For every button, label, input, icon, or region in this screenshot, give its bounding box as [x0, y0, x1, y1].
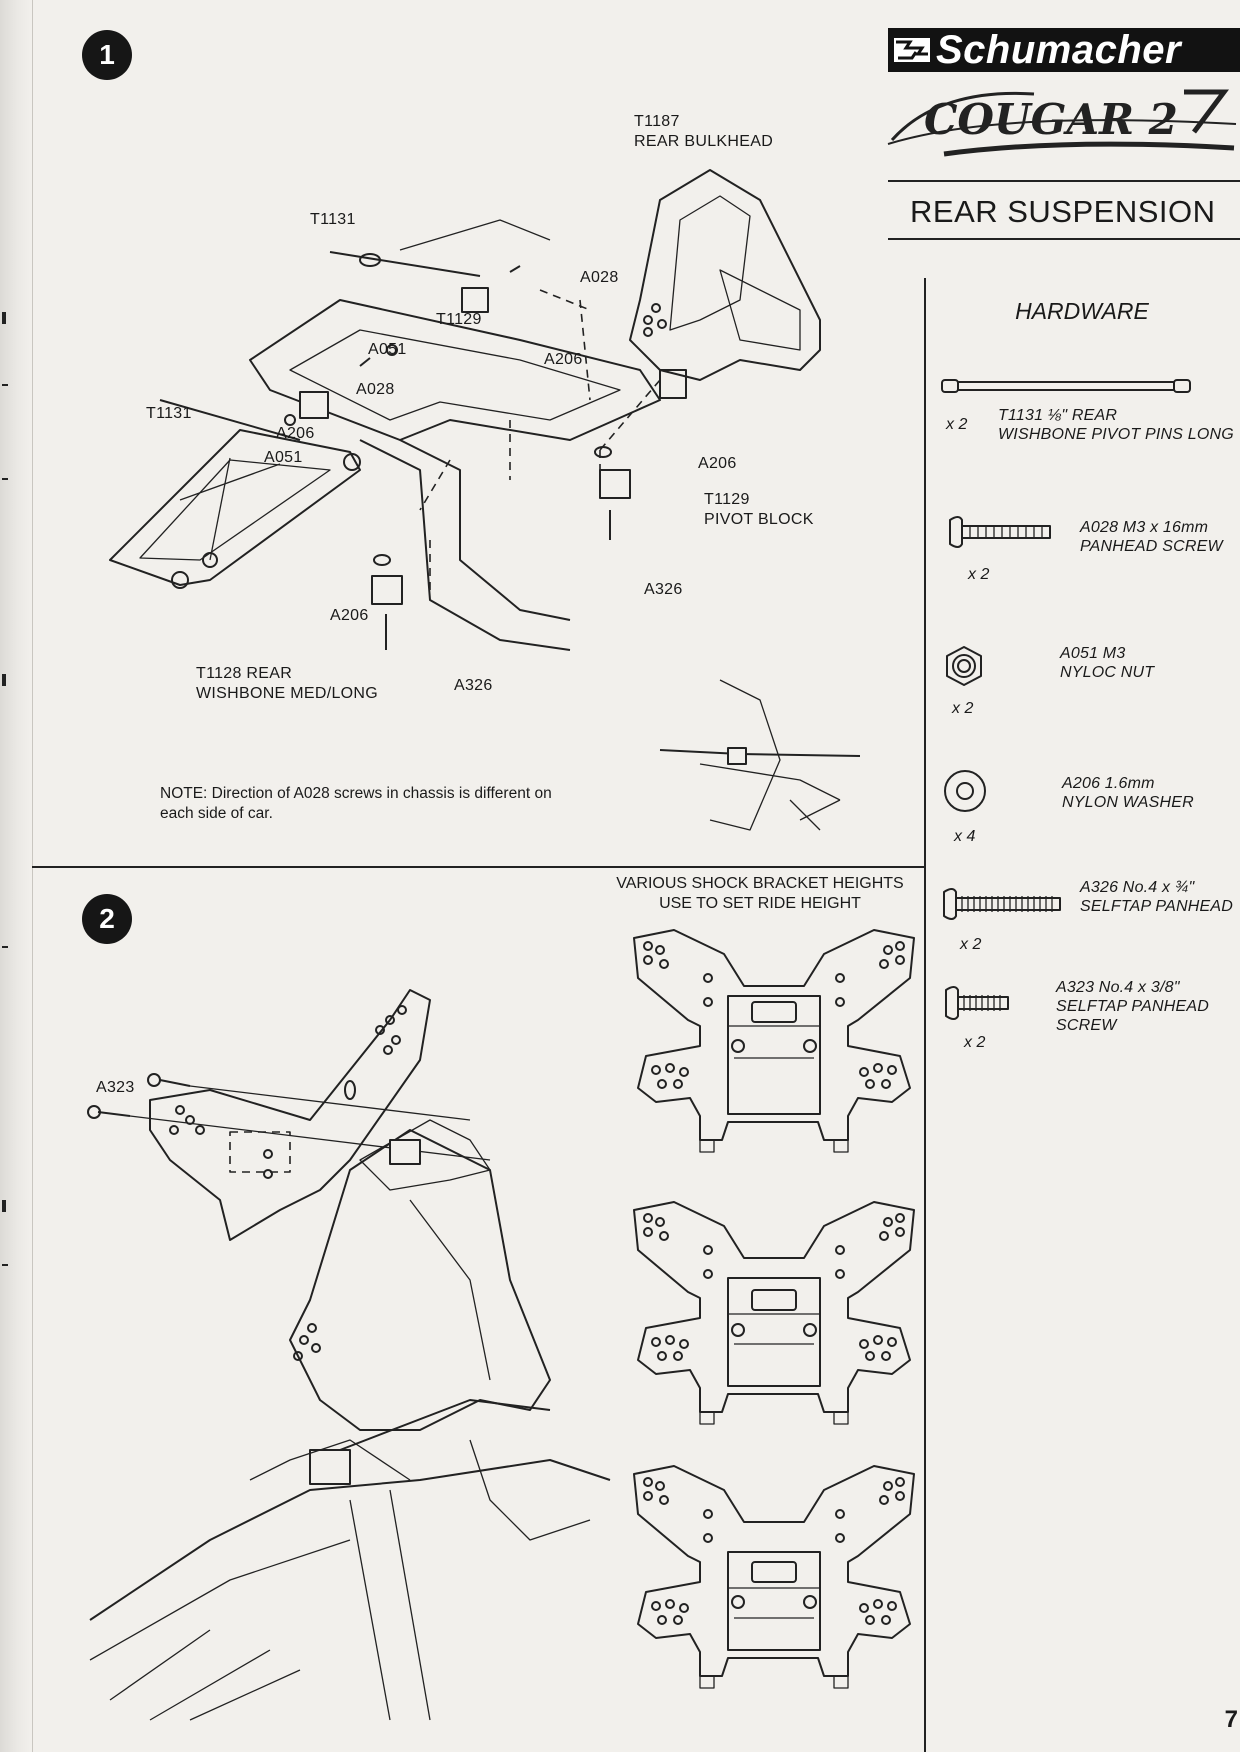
hardware-description: A051 M3 NYLOC NUT [1060, 644, 1154, 682]
callout-rear-bulkhead: REAR BULKHEAD [634, 133, 774, 150]
callout-a206: A206 [544, 351, 583, 368]
section-title: REAR SUSPENSION [910, 194, 1216, 229]
hardware-line: A028 M3 x 16mm [1080, 519, 1209, 536]
binding-mark [2, 674, 6, 686]
hardware-line: WISHBONE PIVOT PINS LONG [998, 426, 1234, 443]
callout-a051: A051 [264, 449, 303, 466]
brand-name: Schumacher [936, 27, 1182, 72]
hardware-line: PANHEAD SCREW [1080, 538, 1223, 555]
hardware-description: A028 M3 x 16mm PANHEAD SCREW [1080, 518, 1223, 556]
step-1-exploded-diagram [109, 169, 861, 831]
hardware-line: A206 1.6mm [1062, 775, 1155, 792]
callout-a028: A028 [580, 269, 619, 286]
shock-tower-plate [149, 989, 431, 1241]
hardware-qty: x 2 [946, 416, 968, 433]
hardware-line: SCREW [1056, 1017, 1117, 1034]
shock-bracket-low [633, 1465, 915, 1689]
callout-a028: A028 [356, 381, 395, 398]
model-name: COUGAR 2 [924, 95, 1178, 144]
hardware-line: NYLON WASHER [1062, 794, 1194, 811]
hardware-description: T1131 ⅛" REAR WISHBONE PIVOT PINS LONG [998, 406, 1234, 444]
hardware-line: T1131 ⅛" REAR [998, 407, 1118, 424]
caption-line-2: USE TO SET RIDE HEIGHT [659, 895, 861, 912]
hardware-panel: HARDWARE x 2 T1131 ⅛" REAR WISHBONE PIVO… [924, 278, 1240, 1752]
step-2-shock-bracket-diagram [87, 989, 611, 1721]
binding-mark [2, 478, 8, 480]
rule [888, 238, 1240, 240]
hardware-description: A323 No.4 x 3/8" SELFTAP PANHEAD SCREW [1056, 978, 1209, 1035]
pivot-pin-icon [941, 379, 1191, 393]
callout-a326: A326 [454, 677, 493, 694]
rear-bulkhead [289, 1119, 551, 1485]
model-logo: COUGAR 2 [884, 84, 1240, 164]
callout-t1128: T1128 REAR [196, 665, 293, 682]
callout-a206: A206 [698, 455, 737, 472]
binding-mark [2, 1200, 6, 1212]
hardware-description: A206 1.6mm NYLON WASHER [1062, 774, 1194, 812]
hardware-qty: x 2 [952, 700, 974, 717]
hardware-item: x 2 A326 No.4 x ¾" SELFTAP PANHEAD [924, 878, 1240, 978]
step-1-badge: 1 [82, 30, 132, 80]
callout-t1129: T1129 [436, 311, 482, 328]
short-selftap-screw-icon [945, 986, 1009, 1020]
hardware-item: x 2 A028 M3 x 16mm PANHEAD SCREW [924, 514, 1240, 614]
hardware-divider [924, 278, 926, 1752]
selftap-screw-icon [943, 888, 1061, 920]
nylon-washer-icon [944, 770, 986, 812]
nyloc-nut-icon [946, 646, 982, 686]
rear-bulkhead [629, 169, 821, 399]
page-number: 7 [1224, 1706, 1238, 1733]
hardware-item: x 2 T1131 ⅛" REAR WISHBONE PIVOT PINS LO… [924, 374, 1240, 474]
binding-edge [0, 0, 33, 1752]
flag-logo-icon [888, 28, 936, 72]
callout-t1187: T1187 [634, 113, 680, 130]
inset-detail [659, 679, 861, 831]
binding-mark [2, 946, 8, 948]
brand-logo: Schumacher [888, 28, 1240, 72]
step-divider [32, 866, 924, 868]
shock-bracket-medium [633, 1201, 915, 1425]
hardware-line: SELFTAP PANHEAD [1056, 998, 1209, 1015]
hardware-line: NYLOC NUT [1060, 664, 1155, 681]
callout-t1131: T1131 [146, 405, 192, 422]
binding-mark [2, 1264, 8, 1266]
hardware-qty: x 2 [964, 1034, 986, 1051]
hardware-qty: x 2 [960, 936, 982, 953]
caption-line-1: VARIOUS SHOCK BRACKET HEIGHTS [616, 875, 904, 892]
hardware-heading: HARDWARE [1015, 298, 1149, 324]
hardware-item: x 4 A206 1.6mm NYLON WASHER [924, 768, 1240, 868]
chassis-plate [249, 299, 661, 441]
callout-pivot-block: PIVOT BLOCK [704, 511, 814, 528]
hardware-item: x 2 A051 M3 NYLOC NUT [924, 644, 1240, 744]
shock-bracket-high [633, 929, 915, 1153]
hardware-line: A051 M3 [1060, 645, 1126, 662]
hardware-description: A326 No.4 x ¾" SELFTAP PANHEAD [1080, 878, 1233, 916]
binding-mark [2, 384, 8, 386]
callout-a051: A051 [368, 341, 407, 358]
rear-wishbone [109, 399, 361, 589]
hardware-item: x 2 A323 No.4 x 3/8" SELFTAP PANHEAD SCR… [924, 978, 1240, 1098]
assembly-note: NOTE: Direction of A028 screws in chassi… [160, 785, 552, 822]
step-2-badge: 2 [82, 894, 132, 944]
callout-a206: A206 [330, 607, 369, 624]
callout-t1129: T1129 [704, 491, 750, 508]
callout-a326: A326 [644, 581, 683, 598]
panhead-screw-icon [949, 516, 1051, 548]
hardware-line: SELFTAP PANHEAD [1080, 898, 1233, 915]
callout-t1128-description: WISHBONE MED/LONG [196, 685, 379, 702]
callout-a206: A206 [276, 425, 315, 442]
callout-a323: A323 [96, 1079, 135, 1096]
callout-t1131: T1131 [310, 211, 356, 228]
shock-bracket-caption: VARIOUS SHOCK BRACKET HEIGHTS USE TO SET… [600, 874, 920, 914]
binding-mark [2, 312, 6, 324]
hardware-qty: x 4 [954, 828, 976, 845]
rule [888, 180, 1240, 182]
hardware-qty: x 2 [968, 566, 990, 583]
hardware-line: A326 No.4 x ¾" [1080, 879, 1195, 896]
hardware-line: A323 No.4 x 3/8" [1056, 979, 1180, 996]
